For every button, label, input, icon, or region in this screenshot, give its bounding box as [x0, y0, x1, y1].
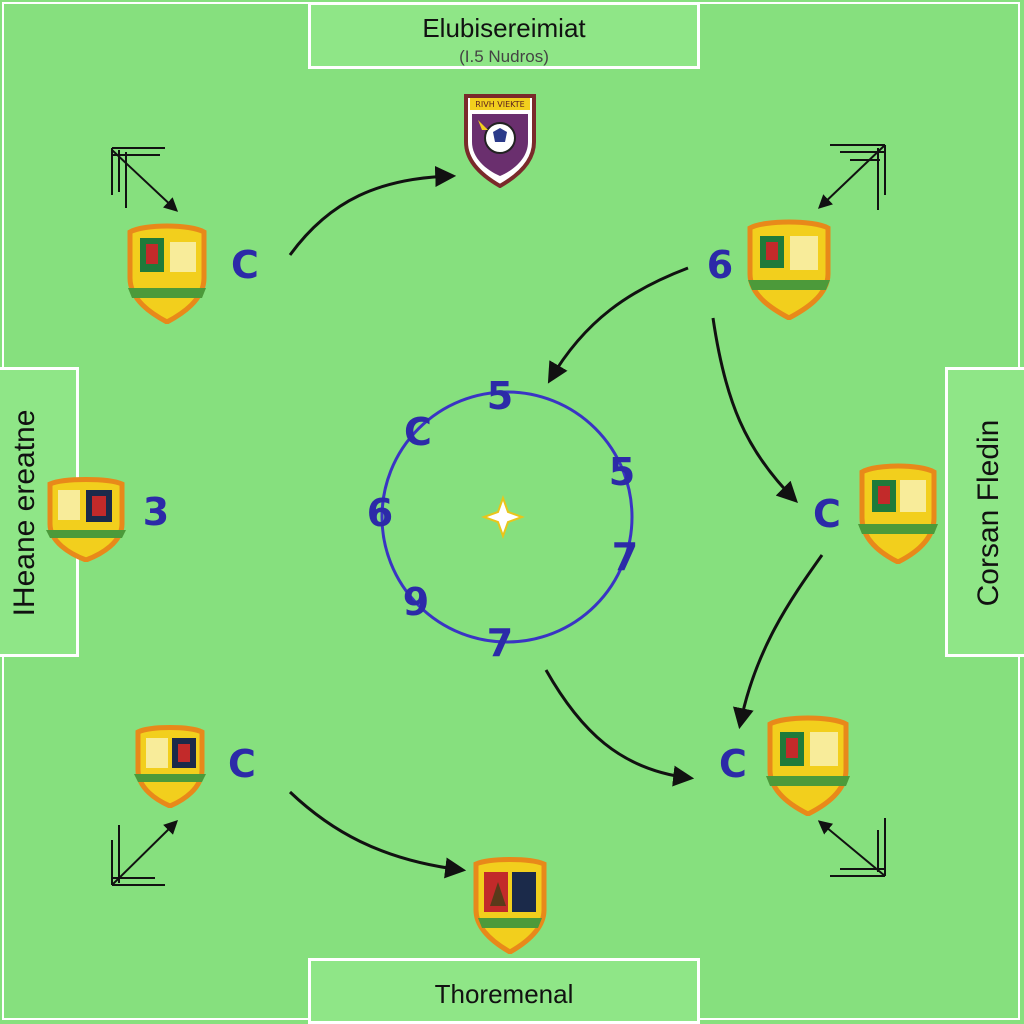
club-crest-bottom-icon: [473, 857, 547, 954]
arrow-top-right-to-center: [547, 266, 689, 384]
player-number-ring-left: 6: [366, 491, 394, 535]
player-number-bottom-left: C: [228, 742, 256, 786]
club-crest-bottom-left-icon: [134, 725, 206, 808]
corner-arrow-top-left-icon: [111, 147, 179, 212]
club-crest-left-mid-icon: [46, 477, 126, 562]
corner-arrow-top-right-icon: [817, 144, 886, 210]
club-crest-right-mid-icon: [858, 463, 938, 564]
player-number-ring-right-top: 5: [608, 450, 636, 494]
bottom-title-box: Thoremenal: [308, 958, 700, 1024]
club-crest-top-right-icon: [747, 219, 831, 320]
player-number-top-left: C: [231, 243, 259, 287]
player-number-bottom-right: C: [719, 742, 747, 786]
player-number-right-mid: C: [813, 492, 841, 536]
center-ring: [380, 390, 634, 644]
crest-banner-text: RIVH VIEKTE: [475, 100, 524, 109]
top-title-box: Elubisereimiat (I.5 Nudros): [308, 2, 700, 69]
corner-arrow-bottom-right-icon: [817, 818, 886, 877]
player-number-top-right: 6: [706, 243, 734, 287]
club-crest-bottom-right-icon: [766, 715, 850, 816]
arrow-right-mid-down: [733, 554, 824, 730]
player-number-ring-top-left: C: [404, 410, 432, 454]
top-subtitle: (I.5 Nudros): [459, 47, 549, 66]
player-number-ring-right-bottom: 7: [611, 535, 639, 579]
club-crest-top-icon: RIVH VIEKTE: [464, 94, 536, 188]
top-title: Elubisereimiat: [422, 13, 586, 43]
player-number-ring-bottom-left: 9: [402, 580, 430, 624]
arrow-bottom-left-to-bottom: [288, 790, 467, 879]
player-number-ring-top: 5: [486, 374, 514, 418]
corner-arrow-bottom-left-icon: [111, 820, 178, 886]
center-star-icon: [481, 495, 525, 539]
arrow-right-top-down: [711, 317, 798, 503]
arrow-center-to-bottom-right: [544, 669, 695, 787]
arrow-top-left-to-top: [288, 165, 457, 256]
player-number-ring-bottom: 7: [486, 621, 514, 665]
player-number-left-mid: 3: [142, 490, 170, 534]
bottom-title: Thoremenal: [434, 979, 574, 1009]
right-side-box: Corsan Fledin: [945, 367, 1024, 657]
club-crest-top-left-icon: [127, 223, 207, 324]
